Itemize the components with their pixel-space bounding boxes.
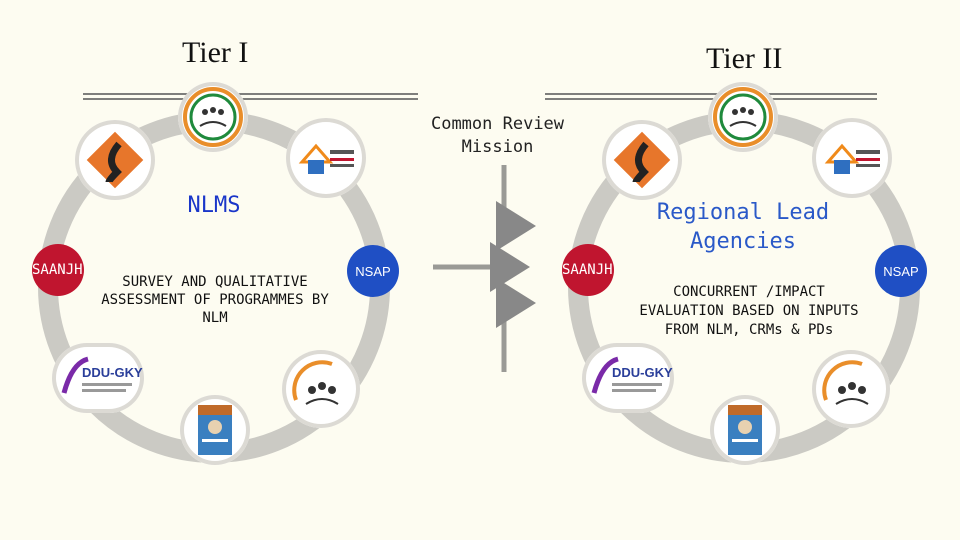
- nlms-label: NLMS: [187, 193, 241, 218]
- women-group-icon: [822, 360, 869, 405]
- nsap-label: NSAP: [883, 263, 919, 279]
- svg-text:DDU-GKY: DDU-GKY: [82, 365, 143, 380]
- nsap-badge-tier2[interactable]: NSAP: [875, 245, 927, 297]
- arrow-bottom-to-tier2: [496, 278, 536, 372]
- house-icon: [824, 143, 880, 174]
- ajeevika-logo-bottom-tier2: [812, 350, 890, 428]
- road-sign-icon: [613, 131, 671, 189]
- saanjh-badge-tier2[interactable]: SAANJH: [562, 244, 614, 296]
- ajeevika-logo-bottom-tier1: [282, 350, 360, 428]
- ddu-gky-icon: DDU-GKY: [61, 356, 143, 394]
- svg-text:DDU-GKY: DDU-GKY: [612, 365, 673, 380]
- ajeevika-logo-top-tier1: [178, 82, 248, 152]
- road-sign-icon: [86, 131, 144, 189]
- poster-icon: [728, 405, 762, 455]
- arrow-review-to-tier2: [496, 165, 536, 251]
- poster-icon: [198, 405, 232, 455]
- tier-1-title: Tier I: [182, 36, 249, 69]
- saanjh-label: SAANJH: [32, 262, 83, 278]
- ajeevika-logo-top-tier2: [708, 82, 778, 152]
- house-icon: [298, 143, 354, 174]
- saanjh-badge-tier1[interactable]: SAANJH: [32, 244, 84, 296]
- tier-2-title: Tier II: [706, 42, 783, 75]
- saanjh-label: SAANJH: [562, 262, 613, 278]
- housing-logo-tier1: [286, 118, 366, 198]
- housing-logo-tier2: [812, 118, 892, 198]
- ddu-gky-logo-tier2: DDU-GKY: [582, 343, 674, 413]
- women-group-icon: [292, 360, 339, 405]
- gandhi-poster-tier1: [180, 395, 250, 465]
- road-icon-tier1: [75, 120, 155, 200]
- regional-description: CONCURRENT /IMPACT EVALUATION BASED ON I…: [639, 284, 859, 338]
- ddu-gky-icon: DDU-GKY: [591, 356, 673, 394]
- regional-lead-agencies-label: Regional Lead Agencies: [656, 200, 830, 254]
- nsap-label: NSAP: [355, 263, 391, 279]
- review-mission-label: Common Review Mission: [430, 114, 565, 157]
- road-icon-tier2: [602, 120, 682, 200]
- nlms-description: SURVEY AND QUALITATIVE ASSESSMENT OF PRO…: [101, 274, 329, 326]
- women-group-icon: [183, 87, 243, 147]
- nsap-badge-tier1[interactable]: NSAP: [347, 245, 399, 297]
- gandhi-poster-tier2: [710, 395, 780, 465]
- women-group-icon: [713, 87, 773, 147]
- ddu-gky-logo-tier1: DDU-GKY: [52, 343, 144, 413]
